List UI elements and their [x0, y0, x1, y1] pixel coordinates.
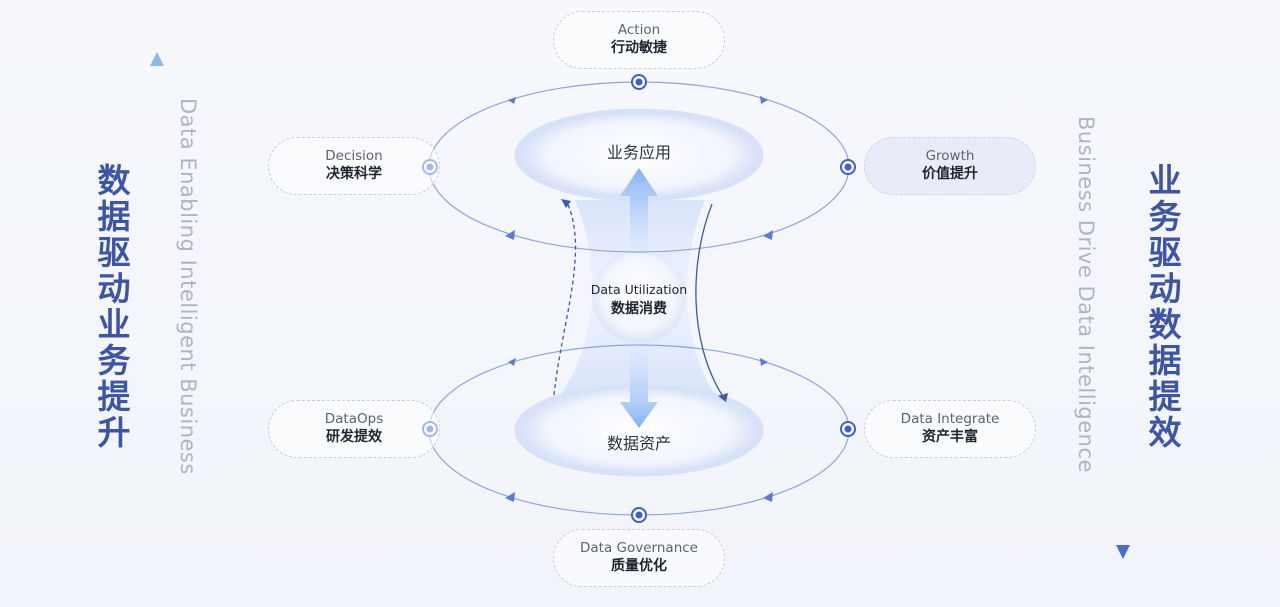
left-title-char: 动 [97, 269, 131, 308]
left-title-char: 提 [97, 377, 131, 416]
node-dataops-cn: 研发提效 [326, 429, 382, 445]
node-integrate-cn: 资产丰富 [922, 429, 978, 445]
core-top-label: 业务应用 [606, 143, 671, 162]
node-integrate: Data Integrate 资产丰富 [864, 400, 1036, 458]
left-flow-curve [553, 199, 577, 396]
center-label-en: Data Utilization [590, 282, 688, 297]
right-title-char: 效 [1148, 413, 1182, 452]
left-title-char: 升 [97, 413, 131, 452]
right-title-char: 据 [1148, 341, 1182, 380]
node-growth-en: Growth [925, 148, 975, 164]
right-title-char: 驱 [1148, 233, 1182, 272]
node-decision-cn: 决策科学 [326, 166, 382, 182]
down-arrow-icon [620, 345, 658, 428]
up-arrow-icon [620, 168, 658, 258]
right-title-char: 动 [1148, 269, 1182, 308]
left-title-en: Data Enabling Intelligent Business [176, 98, 200, 475]
node-governance-cn: 质量优化 [611, 558, 667, 574]
right-title-char: 务 [1148, 197, 1182, 236]
node-governance: Data Governance 质量优化 [553, 529, 725, 587]
left-title-char: 驱 [97, 233, 131, 272]
node-dataops-en: DataOps [324, 411, 384, 427]
left-title-cn: 数 据 驱 动 业 务 提 升 [94, 163, 134, 451]
node-growth: Growth 价值提升 [864, 137, 1036, 195]
left-title-char: 务 [97, 341, 131, 380]
center-label-cn: 数据消费 [611, 301, 667, 317]
right-title-en: Business Drive Data Intelligence [1074, 116, 1098, 473]
node-growth-cn: 价值提升 [922, 166, 978, 182]
right-title-char: 数 [1148, 305, 1182, 344]
node-action-en: Action [617, 22, 661, 38]
node-dataops: DataOps 研发提效 [268, 400, 440, 458]
node-decision: Decision 决策科学 [268, 137, 440, 195]
right-flow-arrow [1116, 52, 1130, 559]
right-title-cn: 业 务 驱 动 数 据 提 效 [1145, 163, 1185, 451]
left-title-char: 业 [97, 305, 131, 344]
node-action: Action 行动敏捷 [553, 11, 725, 69]
left-title-char: 据 [97, 197, 131, 236]
right-flow-curve [695, 203, 723, 396]
left-flow-arrow [150, 52, 164, 560]
node-integrate-en: Data Integrate [900, 411, 1000, 427]
node-governance-en: Data Governance [580, 540, 698, 556]
left-title-char: 数 [97, 161, 131, 200]
node-decision-en: Decision [325, 148, 383, 164]
ring-arrowheads [505, 96, 773, 502]
core-bottom-label: 数据资产 [606, 434, 671, 453]
right-title-char: 提 [1148, 377, 1182, 416]
node-action-cn: 行动敏捷 [611, 40, 667, 56]
right-title-char: 业 [1148, 161, 1182, 200]
